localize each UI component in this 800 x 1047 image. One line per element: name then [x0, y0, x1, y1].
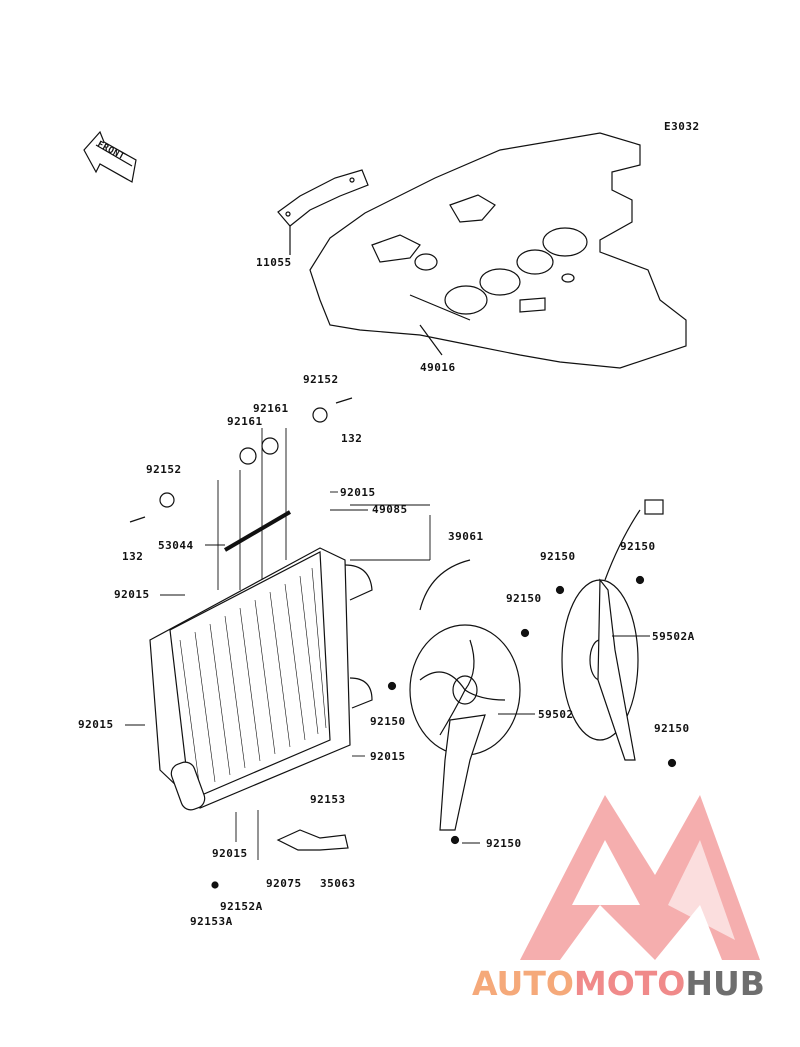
- watermark-text: AUTOMOTOHUB: [472, 964, 765, 1003]
- part-label-39061: 39061: [448, 530, 484, 543]
- fan-59502A: [561, 499, 664, 761]
- diagram-code: E3032: [664, 120, 700, 133]
- part-label-92150-e: 92150: [654, 722, 690, 735]
- watermark-part2: MOTO: [573, 964, 686, 1003]
- part-label-92150-a: 92150: [540, 550, 576, 563]
- part-label-59502: 59502: [538, 708, 574, 721]
- part-label-92015-left: 92015: [114, 588, 150, 601]
- radiator: [149, 547, 373, 811]
- watermark-part1: AUTO: [472, 964, 574, 1003]
- front-arrow-icon: [83, 130, 137, 183]
- bracket-35063: [276, 829, 349, 851]
- part-label-132-left: 132: [122, 550, 144, 563]
- part-label-11055: 11055: [256, 256, 292, 269]
- part-label-92161-a: 92161: [227, 415, 263, 428]
- watermark-part3: HUB: [685, 964, 765, 1003]
- watermark-logo: [520, 795, 760, 960]
- fan-59502: [409, 559, 521, 831]
- part-label-132-top: 132: [341, 432, 363, 445]
- part-label-49016: 49016: [420, 361, 456, 374]
- part-label-92150-b: 92150: [620, 540, 656, 553]
- part-label-92150-c: 92150: [506, 592, 542, 605]
- part-label-92075: 92075: [266, 877, 302, 890]
- heat-shield-plate: [309, 132, 687, 369]
- bracket-11055: [277, 169, 369, 227]
- part-label-92152-top: 92152: [303, 373, 339, 386]
- part-label-92015-top: 92015: [340, 486, 376, 499]
- part-label-92152-left: 92152: [146, 463, 182, 476]
- part-label-92161-b: 92161: [253, 402, 289, 415]
- part-label-53044: 53044: [158, 539, 194, 552]
- part-label-35063: 35063: [320, 877, 356, 890]
- part-label-49085: 49085: [372, 503, 408, 516]
- part-label-92152A: 92152A: [220, 900, 263, 913]
- part-label-92153: 92153: [310, 793, 346, 806]
- part-label-92150-d: 92150: [370, 715, 406, 728]
- part-label-92015-bottom: 92015: [212, 847, 248, 860]
- part-label-92150-f: 92150: [486, 837, 522, 850]
- part-label-92153A: 92153A: [190, 915, 233, 928]
- part-label-92015-right: 92015: [370, 750, 406, 763]
- part-label-59502A: 59502A: [652, 630, 695, 643]
- part-label-92015-mid: 92015: [78, 718, 114, 731]
